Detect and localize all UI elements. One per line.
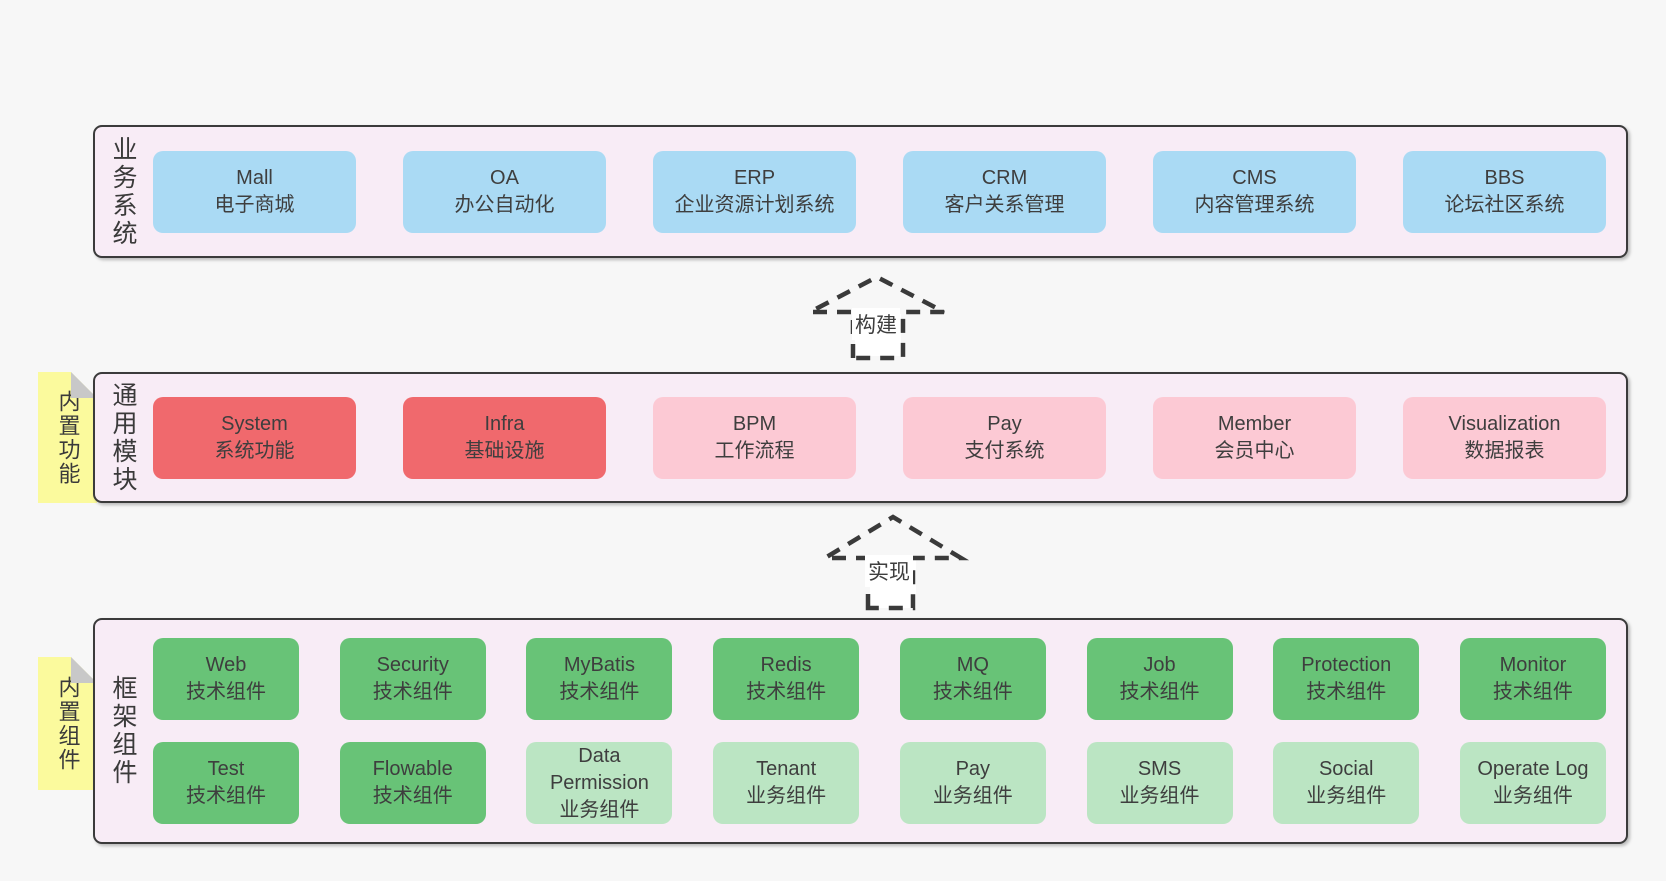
box-visualization: Visualization 数据报表 [1403, 396, 1606, 479]
box-subtitle: 技术组件 [1306, 681, 1387, 703]
box-protection: Protection 技术组件 [1273, 638, 1420, 720]
sticky-note-label: 内置功能 [55, 389, 81, 486]
box-crm: CRM 客户关系管理 [903, 150, 1106, 233]
box-flowable: Flowable 技术组件 [339, 742, 486, 824]
box-subtitle: 技术组件 [932, 681, 1013, 703]
box-pay-biz: Pay 业务组件 [899, 742, 1046, 824]
box-subtitle: 技术组件 [186, 681, 266, 703]
box-member: Member 会员中心 [1153, 396, 1356, 479]
box-subtitle: 办公自动化 [454, 193, 555, 216]
box-title: Flowable [372, 758, 453, 780]
box-security: Security 技术组件 [339, 638, 486, 720]
box-subtitle: 会员中心 [1214, 439, 1295, 462]
box-mq: MQ 技术组件 [899, 638, 1046, 720]
box-title: MyBatis [563, 654, 635, 676]
box-social: Social 业务组件 [1273, 742, 1420, 824]
box-subtitle: 基础设施 [464, 439, 545, 462]
box-title: Pay [987, 412, 1022, 435]
box-redis: Redis 技术组件 [713, 638, 860, 720]
build-arrow-label: 构建 [852, 308, 900, 340]
box-title: Tenant [756, 758, 817, 780]
box-mall: Mall 电子商城 [153, 150, 356, 233]
box-subtitle: 电子商城 [214, 193, 295, 216]
box-subtitle: 技术组件 [746, 681, 827, 703]
box-pay: Pay 支付系统 [903, 396, 1106, 479]
implement-arrow-label: 实现 [865, 555, 913, 587]
common-modules-row: System 系统功能 Infra 基础设施 BPM 工作流程 Pay 支付系统… [153, 374, 1606, 501]
box-subtitle: 业务组件 [559, 798, 640, 821]
box-system: System 系统功能 [153, 396, 356, 479]
framework-components-rows: Web 技术组件 Security 技术组件 MyBatis 技术组件 Redi… [153, 620, 1606, 842]
box-operate-log: Operate Log 业务组件 [1459, 742, 1606, 824]
box-subtitle: 技术组件 [1119, 681, 1200, 703]
box-subtitle: 技术组件 [1492, 681, 1573, 703]
box-bbs: BBS 论坛社区系统 [1403, 150, 1606, 233]
box-title: Web [205, 654, 247, 676]
band-common-modules: 通用模块 System 系统功能 Infra 基础设施 BPM 工作流程 Pay… [93, 372, 1628, 503]
band-label-framework-components: 框架组件 [109, 675, 137, 787]
box-web: Web 技术组件 [153, 638, 299, 720]
box-subtitle: 客户关系管理 [944, 193, 1065, 216]
box-subtitle: 技术组件 [186, 785, 266, 807]
framework-row-2: Test 技术组件 Flowable 技术组件 Data Permission … [153, 742, 1606, 824]
box-title: SMS [1137, 758, 1182, 780]
box-title: MQ [956, 654, 989, 676]
box-subtitle: 系统功能 [214, 439, 295, 462]
band-framework-components: 框架组件 Web 技术组件 Security 技术组件 MyBatis 技术组件… [93, 618, 1628, 844]
box-monitor: Monitor 技术组件 [1459, 638, 1606, 720]
box-title: Job [1143, 654, 1176, 676]
box-mybatis: MyBatis 技术组件 [526, 638, 673, 720]
box-subtitle: 技术组件 [559, 681, 640, 703]
box-title: Protection [1301, 654, 1392, 676]
box-title: Test [207, 758, 245, 780]
box-subtitle: 业务组件 [932, 785, 1013, 807]
box-subtitle: 工作流程 [714, 439, 795, 462]
band-label-business-systems: 业务系统 [109, 135, 137, 248]
box-title: CRM [981, 166, 1028, 189]
box-title: Social [1318, 758, 1374, 780]
box-title: ERP [733, 166, 776, 189]
box-title: Data Permission [549, 744, 649, 794]
box-title: Monitor [1499, 654, 1567, 676]
box-title: Visualization [1448, 412, 1561, 435]
box-title: Security [376, 654, 449, 676]
box-subtitle: 数据报表 [1464, 439, 1545, 462]
box-erp: ERP 企业资源计划系统 [653, 150, 856, 233]
box-subtitle: 内容管理系统 [1194, 193, 1315, 216]
box-job: Job 技术组件 [1086, 638, 1233, 720]
box-title: Operate Log [1477, 758, 1589, 780]
box-subtitle: 业务组件 [746, 785, 827, 807]
box-subtitle: 业务组件 [1492, 785, 1573, 807]
box-title: Mall [236, 166, 273, 189]
box-subtitle: 技术组件 [372, 785, 453, 807]
sticky-note-label: 内置组件 [55, 675, 81, 772]
box-title: System [221, 412, 288, 435]
box-data-permission: Data Permission 业务组件 [526, 742, 673, 824]
box-cms: CMS 内容管理系统 [1153, 150, 1356, 233]
box-subtitle: 企业资源计划系统 [674, 193, 835, 216]
box-title: Infra [484, 412, 525, 435]
box-title: Redis [760, 654, 812, 676]
box-title: OA [490, 166, 519, 189]
box-subtitle: 论坛社区系统 [1444, 193, 1565, 216]
box-subtitle: 支付系统 [964, 439, 1045, 462]
box-oa: OA 办公自动化 [403, 150, 606, 233]
box-bpm: BPM 工作流程 [653, 396, 856, 479]
band-business-systems: 业务系统 Mall 电子商城 OA 办公自动化 ERP 企业资源计划系统 CRM… [93, 125, 1628, 258]
box-title: BPM [732, 412, 777, 435]
box-subtitle: 技术组件 [372, 681, 453, 703]
box-subtitle: 业务组件 [1119, 785, 1200, 807]
box-title: BBS [1484, 166, 1525, 189]
box-tenant: Tenant 业务组件 [713, 742, 860, 824]
box-title: Pay [955, 758, 991, 780]
framework-row-1: Web 技术组件 Security 技术组件 MyBatis 技术组件 Redi… [153, 638, 1606, 720]
box-title: Member [1217, 412, 1292, 435]
band-label-common-modules: 通用模块 [109, 381, 137, 494]
box-infra: Infra 基础设施 [403, 396, 606, 479]
box-test: Test 技术组件 [153, 742, 299, 824]
business-systems-row: Mall 电子商城 OA 办公自动化 ERP 企业资源计划系统 CRM 客户关系… [153, 127, 1606, 256]
box-sms: SMS 业务组件 [1086, 742, 1233, 824]
box-title: CMS [1232, 166, 1277, 189]
box-subtitle: 业务组件 [1306, 785, 1387, 807]
